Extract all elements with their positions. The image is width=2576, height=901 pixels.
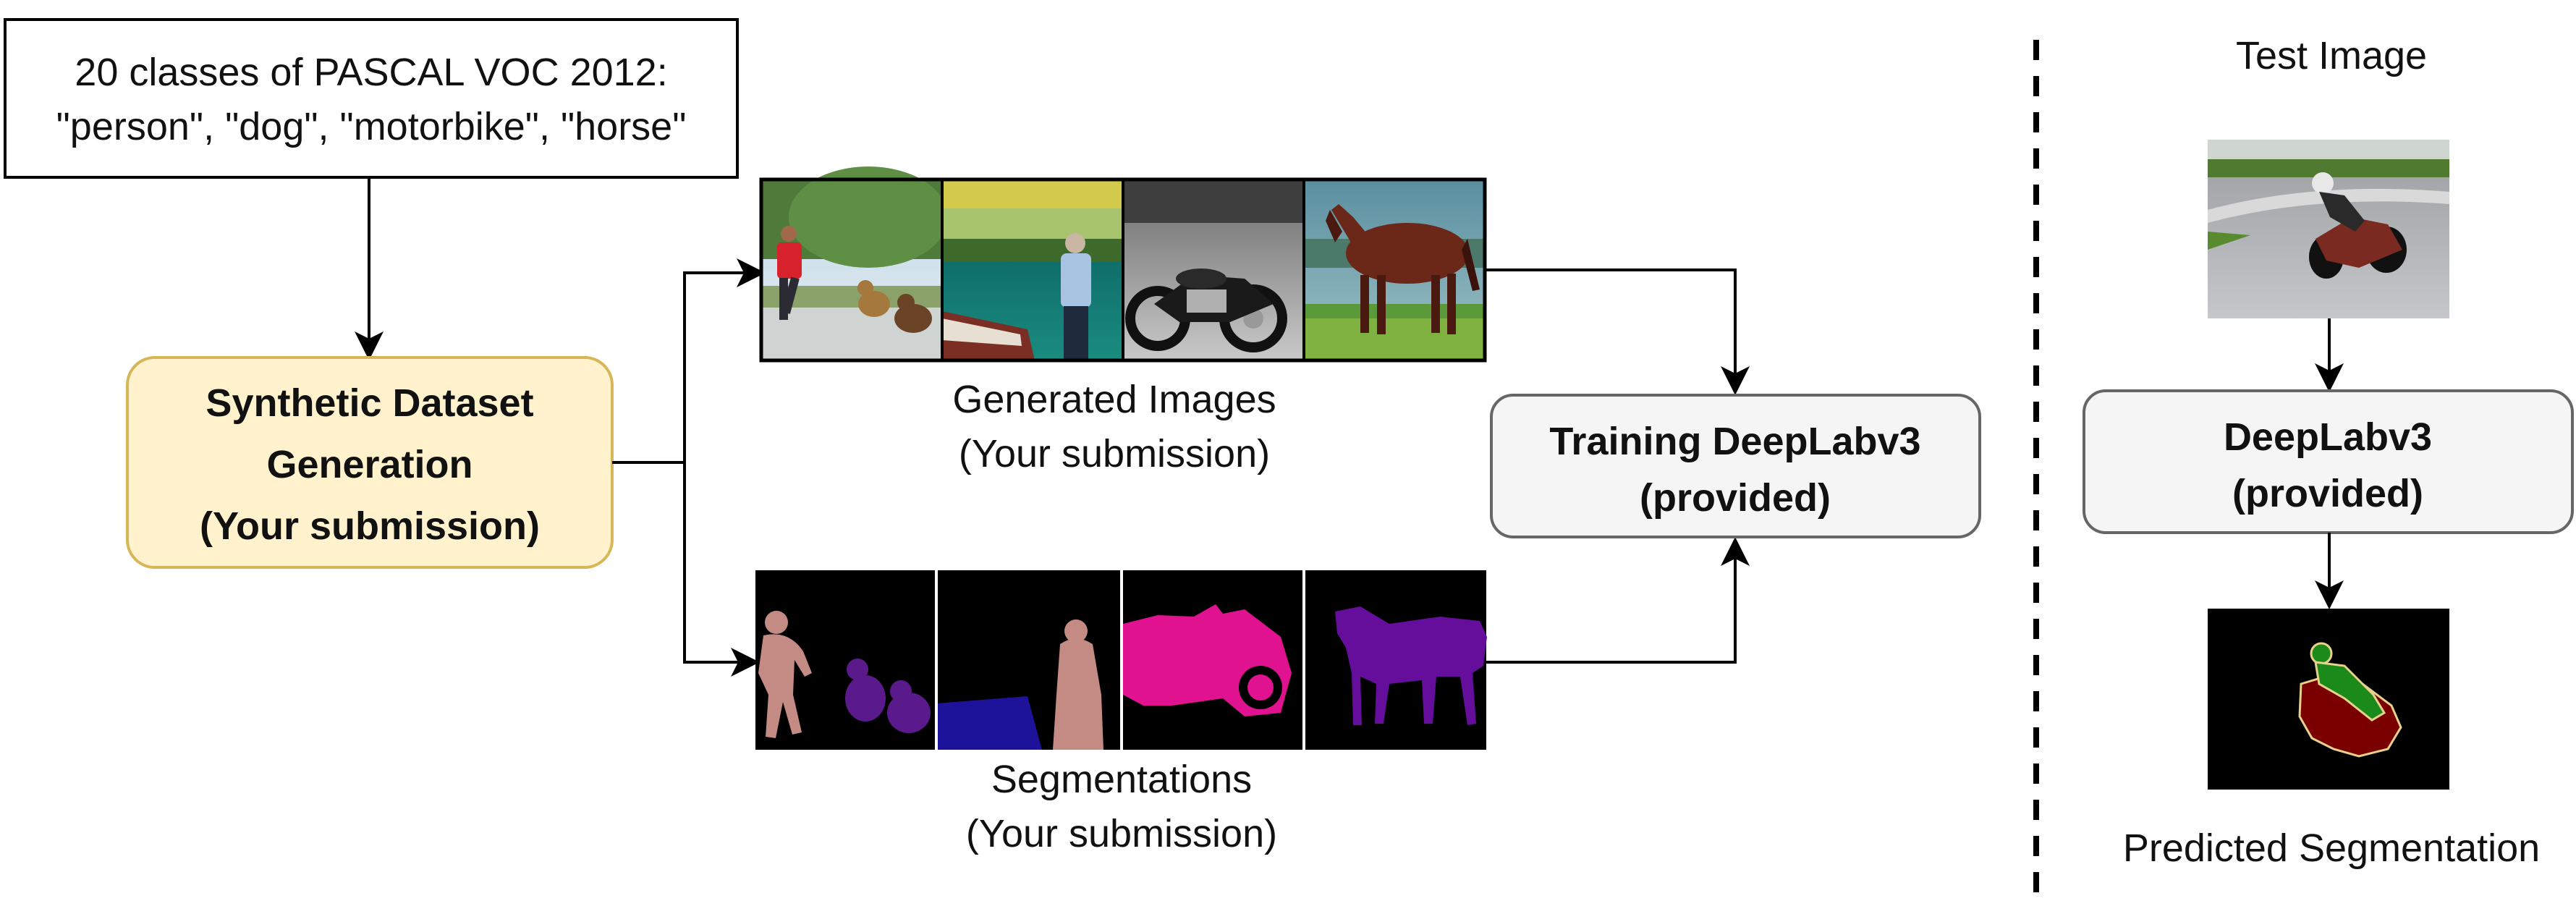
deeplab-line-1: DeepLabv3 (2224, 415, 2432, 459)
generated-images-label: Generated Images (952, 378, 1276, 421)
synthetic-line-2: Generation (266, 443, 473, 486)
branch-connectors (612, 258, 766, 677)
thumbnail-person-dogs (761, 166, 948, 360)
segmentations-label: Segmentations (991, 758, 1252, 801)
segmentations-sublabel: (Your submission) (966, 812, 1277, 855)
thumbnail-person-lake (942, 179, 1123, 360)
mask-person-boat (936, 619, 1103, 750)
synthetic-line-3: (Your submission) (200, 504, 540, 548)
thumbnail-motorbike (1123, 179, 1304, 360)
training-connectors (1485, 268, 1750, 664)
mask-person-dogs (758, 611, 931, 738)
deeplab-provided-box: DeepLabv3 (provided) (2083, 389, 2574, 534)
test-image-title: Test Image (2236, 34, 2427, 77)
thumbnail-horse (1304, 179, 1485, 360)
generated-images-strip (759, 166, 1487, 363)
training-deeplab-box: Training DeepLabv3 (provided) (1490, 394, 1981, 538)
synthetic-generation-box: Synthetic Dataset Generation (Your submi… (126, 356, 614, 569)
classes-line-1: 20 classes of PASCAL VOC 2012: (75, 51, 667, 94)
training-line-2: (provided) (1640, 476, 1831, 520)
predicted-segmentation-label: Predicted Segmentation (2123, 826, 2540, 870)
mask-horse (1335, 606, 1487, 725)
segmentations-strip (755, 570, 1487, 750)
synthetic-line-1: Synthetic Dataset (206, 381, 533, 425)
training-line-1: Training DeepLabv3 (1549, 420, 1920, 463)
generated-images-sublabel: (Your submission) (959, 432, 1270, 475)
mask-motorbike (1123, 604, 1292, 716)
classes-box: 20 classes of PASCAL VOC 2012: "person",… (4, 18, 739, 179)
classes-line-2: "person", "dog", "motorbike", "horse" (56, 105, 687, 148)
test-image-photo (2208, 140, 2449, 318)
deeplab-line-2: (provided) (2232, 472, 2423, 515)
predicted-segmentation-mask (2208, 609, 2449, 790)
